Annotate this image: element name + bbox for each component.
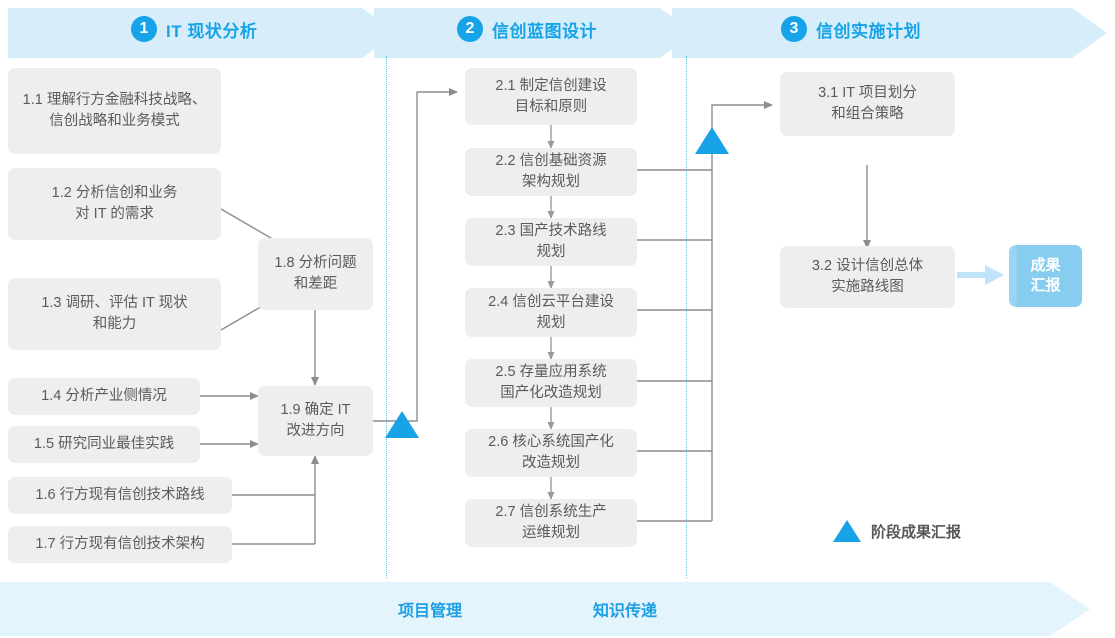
phase-2-number: 2 <box>457 16 483 42</box>
task-box-1-9[interactable]: 1.9 确定 IT 改进方向 <box>258 386 373 456</box>
task-box-2-5[interactable]: 2.5 存量应用系统 国产化改造规划 <box>465 359 637 407</box>
phase-1-number: 1 <box>131 16 157 42</box>
phase-2-title: 信创蓝图设计 <box>492 21 597 41</box>
footer-band-shape <box>0 582 1090 636</box>
footer-label-project-management[interactable]: 项目管理 <box>398 603 463 620</box>
phase-banner: 1 IT 现状分析 2 信创蓝图设计 3 信创实施计划 <box>0 0 1115 58</box>
task-box-1-6[interactable]: 1.6 行方现有信创技术路线 <box>8 477 232 514</box>
phase-banner-shapes <box>8 8 1107 58</box>
task-box-1-1[interactable]: 1.1 理解行方金融科技战略、 信创战略和业务模式 <box>8 68 221 154</box>
legend-label: 阶段成果汇报 <box>871 523 962 541</box>
milestone-triangle-phase1 <box>385 411 419 438</box>
phase-1[interactable]: 1 IT 现状分析 <box>131 12 257 46</box>
task-box-2-3[interactable]: 2.3 国产技术路线 规划 <box>465 218 637 266</box>
task-box-1-4[interactable]: 1.4 分析产业侧情况 <box>8 378 200 415</box>
task-box-1-2[interactable]: 1.2 分析信创和业务 对 IT 的需求 <box>8 168 221 240</box>
phase-2[interactable]: 2 信创蓝图设计 <box>457 12 597 46</box>
task-box-1-7[interactable]: 1.7 行方现有信创技术架构 <box>8 526 232 563</box>
phase-3-title: 信创实施计划 <box>816 21 921 41</box>
task-box-1-8[interactable]: 1.8 分析问题 和差距 <box>258 238 373 310</box>
milestone-triangle-phase2 <box>695 127 729 154</box>
footer-label-knowledge-transfer[interactable]: 知识传递 <box>593 603 658 620</box>
task-box-1-5[interactable]: 1.5 研究同业最佳实践 <box>8 426 200 463</box>
task-box-2-6[interactable]: 2.6 核心系统国产化 改造规划 <box>465 429 637 477</box>
separator-phase2-phase3 <box>686 56 687 578</box>
task-box-3-1[interactable]: 3.1 IT 项目划分 和组合策略 <box>780 72 955 136</box>
task-box-2-1[interactable]: 2.1 制定信创建设 目标和原则 <box>465 68 637 125</box>
task-box-2-2[interactable]: 2.2 信创基础资源 架构规划 <box>465 148 637 196</box>
task-box-3-2[interactable]: 3.2 设计信创总体 实施路线图 <box>780 246 955 308</box>
phase-3[interactable]: 3 信创实施计划 <box>781 12 921 46</box>
legend: 阶段成果汇报 <box>833 520 961 542</box>
task-box-1-3[interactable]: 1.3 调研、评估 IT 现状 和能力 <box>8 278 221 350</box>
task-box-2-4[interactable]: 2.4 信创云平台建设 规划 <box>465 288 637 337</box>
phase-1-title: IT 现状分析 <box>166 21 258 41</box>
milestone-icon <box>833 520 861 542</box>
footer-band: 项目管理 知识传递 <box>0 580 1115 638</box>
task-box-2-7[interactable]: 2.7 信创系统生产 运维规划 <box>465 499 637 547</box>
separator-phase1-phase2 <box>386 56 387 578</box>
result-box[interactable]: 成果 汇报 <box>1009 245 1082 307</box>
phase-3-number: 3 <box>781 16 807 42</box>
